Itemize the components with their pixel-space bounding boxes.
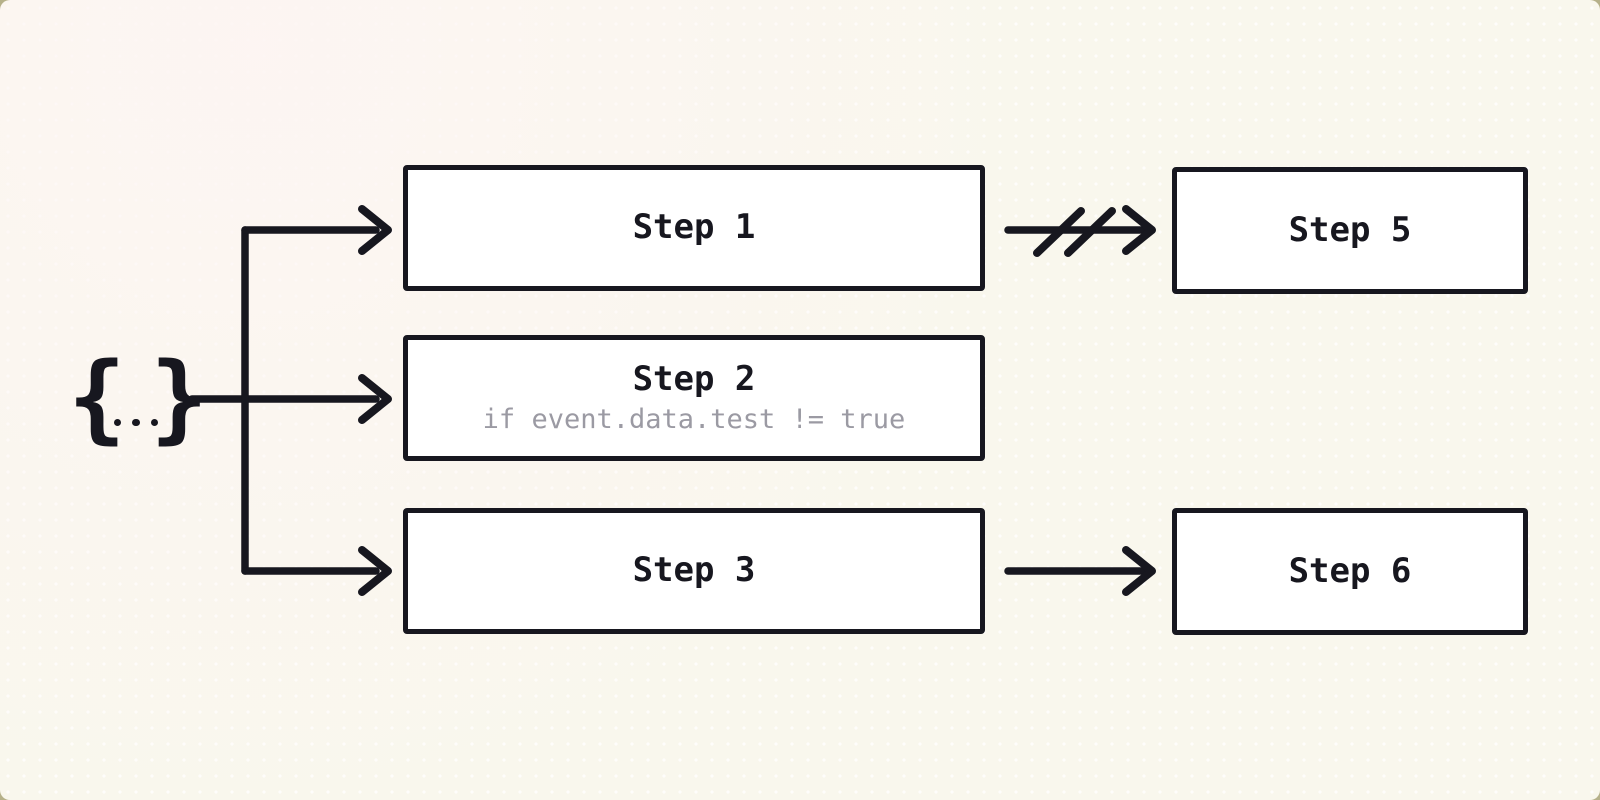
event-trigger-node[interactable]: { } xyxy=(68,348,208,448)
step-label: Step 2 xyxy=(632,358,756,399)
step-node-3[interactable]: Step 3 xyxy=(403,508,985,634)
arrowhead-icon xyxy=(358,374,392,424)
step-label: Step 1 xyxy=(632,207,756,248)
fan-out-connector xyxy=(188,205,392,596)
step-label: Step 3 xyxy=(632,550,756,591)
arrowhead-icon xyxy=(358,205,392,255)
step-node-5[interactable]: Step 5 xyxy=(1172,167,1528,294)
arrowhead-icon xyxy=(358,546,392,596)
step-node-2[interactable]: Step 2 if event.data.test != true xyxy=(403,335,985,461)
step-node-6[interactable]: Step 6 xyxy=(1172,508,1528,635)
arrowhead-icon xyxy=(1122,205,1156,255)
brace-left: { xyxy=(68,342,126,454)
cancel-slashes-icon xyxy=(1033,207,1116,257)
step-node-1[interactable]: Step 1 xyxy=(403,165,985,291)
brace-right: } xyxy=(150,342,209,454)
step-condition: if event.data.test != true xyxy=(482,404,906,436)
arrow-step3-step6 xyxy=(1004,546,1156,596)
step-label: Step 5 xyxy=(1288,209,1412,250)
ellipsis-dots-icon xyxy=(113,418,159,426)
arrowhead-icon xyxy=(1122,546,1156,596)
step-label: Step 6 xyxy=(1288,550,1412,591)
cancelled-arrow-step1-step5 xyxy=(1004,205,1156,257)
